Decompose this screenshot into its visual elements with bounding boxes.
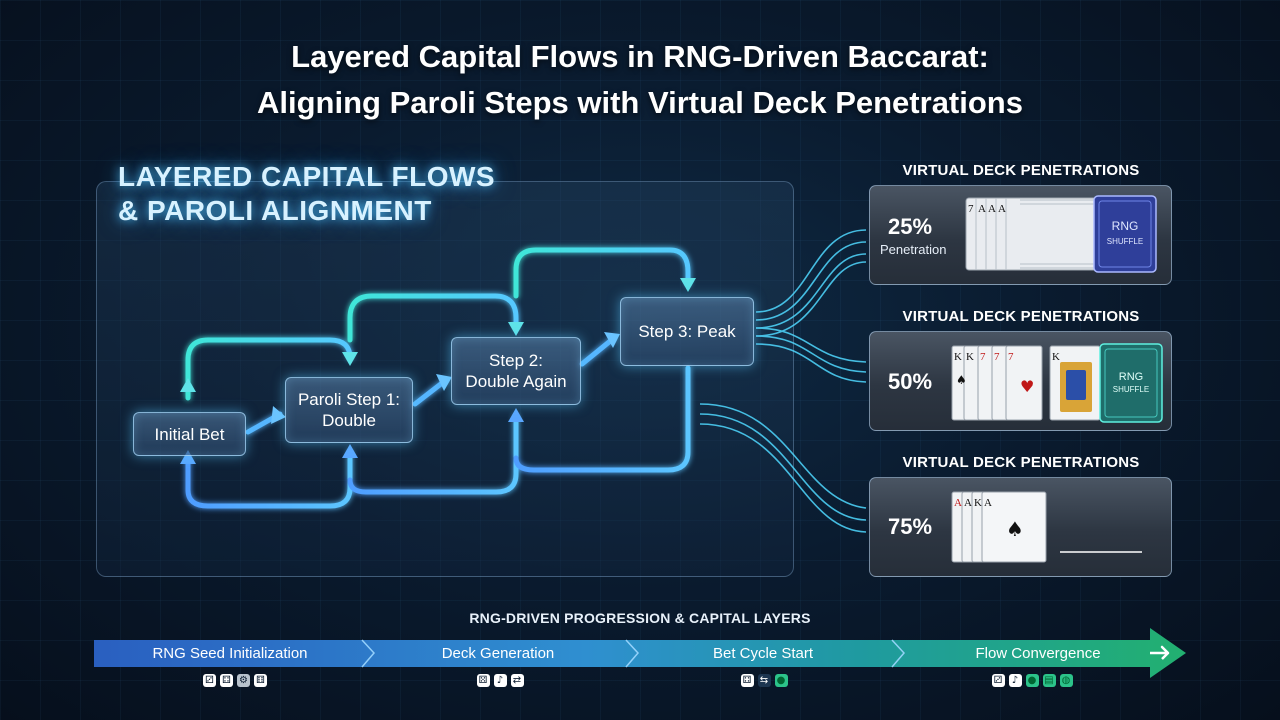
chart-icon: ▤ [1042, 673, 1056, 687]
panel-title: LAYERED CAPITAL FLOWS & PAROLI ALIGNMENT [118, 160, 495, 228]
dice-icon: ⚄ [476, 673, 490, 687]
loop-bot-1 [185, 449, 353, 509]
stage-icons-deck-generation: ⚄ ♪ ⇄ [468, 672, 532, 688]
panel-title-line-1: LAYERED CAPITAL FLOWS [118, 161, 496, 192]
svg-text:K: K [974, 497, 982, 509]
svg-text:A: A [998, 203, 1006, 215]
panel-title-line-2: & PAROLI ALIGNMENT [118, 195, 432, 226]
svg-text:K: K [1052, 351, 1060, 363]
svg-text:7: 7 [1008, 351, 1014, 363]
step-3-peak[interactable]: Step 3: Peak [620, 297, 754, 366]
dice-icon: ⚃ [740, 673, 754, 687]
globe-icon: ◍ [1059, 673, 1073, 687]
page-title: Layered Capital Flows in RNG-Driven Bacc… [0, 34, 1280, 126]
title-line-2: Aligning Paroli Steps with Virtual Deck … [257, 85, 1023, 120]
shuffle-icon: ⇄ [510, 673, 524, 687]
penetration-sub-25: Penetration [880, 242, 947, 257]
arrow-heads [180, 278, 696, 464]
svg-text:A: A [964, 497, 972, 509]
arrow-3-4 [579, 335, 617, 367]
gear-icon: ⚙ [237, 673, 250, 687]
penetration-label-75: VIRTUAL DECK PENETRATIONS [902, 454, 1140, 471]
arrow-right-icon [1150, 645, 1170, 660]
svg-text:K: K [954, 351, 962, 363]
penetration-label-50: VIRTUAL DECK PENETRATIONS [902, 308, 1140, 325]
deck-illustration-50: K K 7 7 7 K ♥ ♠ RNG SHUFFLE [951, 343, 1163, 423]
step-2-line-1: Step 2: [489, 351, 543, 370]
step-2-line-2: Double Again [465, 372, 567, 391]
stage-label-deck-generation: Deck Generation [441, 645, 555, 662]
stage-icons-bet-cycle: ⚃ ⇆ ● [732, 672, 796, 688]
remaining-cards: A A K A ♠ [951, 491, 1047, 563]
step-paroli-1-line-2: Double [322, 411, 376, 430]
stage-label-bet-cycle: Bet Cycle Start [712, 645, 814, 662]
step-2[interactable]: Step 2: Double Again [451, 337, 581, 405]
step-paroli-1[interactable]: Paroli Step 1: Double [285, 377, 413, 443]
fanned-cards: K K 7 7 7 K ♥ ♠ [951, 345, 1101, 421]
penetration-label-25: VIRTUAL DECK PENETRATIONS [902, 162, 1140, 179]
penetration-card-25[interactable]: 25% Penetration 7 A A A RNG SHUFFLE [869, 185, 1172, 285]
deck-illustration-75: A A K A ♠ [951, 491, 1142, 563]
card-icon: ♪ [493, 673, 507, 687]
arrows-icon: ⇆ [757, 673, 771, 687]
penetration-card-75[interactable]: 75% A A K A ♠ [869, 477, 1172, 577]
svg-text:K: K [966, 351, 974, 363]
deck-rng-text-50: RNG [1119, 371, 1143, 383]
step-3-peak-label: Step 3: Peak [638, 322, 736, 341]
fan-lines [699, 229, 867, 533]
svg-text:7: 7 [968, 203, 974, 215]
deck-rng-text-25: RNG [1112, 219, 1139, 233]
rng-shuffle-card: RNG SHUFFLE [1093, 195, 1157, 273]
stage-label-flow-convergence: Flow Convergence [975, 645, 1101, 662]
svg-text:A: A [978, 203, 986, 215]
chip-icon: ● [774, 673, 788, 687]
svg-text:♠: ♠ [956, 373, 967, 387]
loop-top-2 [347, 293, 519, 343]
stage-icons-flow-convergence: ⚂ ♪ ● ▤ ◍ [982, 672, 1082, 688]
step-initial-bet-label: Initial Bet [154, 424, 225, 444]
progression-title: RNG-DRIVEN PROGRESSION & CAPITAL LAYERS [469, 610, 811, 626]
rng-shuffle-card-teal: RNG SHUFFLE [1099, 343, 1163, 423]
penetration-percent-25: 25% [888, 214, 933, 239]
title-line-1: Layered Capital Flows in RNG-Driven Bacc… [291, 39, 989, 74]
loop-bot-3 [513, 365, 691, 473]
stage-dividers [361, 639, 906, 668]
loop-bot-2 [347, 413, 519, 495]
step-initial-bet[interactable]: Initial Bet [133, 412, 246, 456]
loop-top-3 [513, 247, 691, 299]
stage-icons-rng-seed: ⚂ ⚃ ⚙ ⚅ [190, 672, 280, 688]
deck-shuffle-text-25: SHUFFLE [1107, 237, 1143, 246]
penetration-card-50[interactable]: 50% K K 7 7 7 K ♥ ♠ RNG SHUFFLE [869, 331, 1172, 431]
dice-icon: ⚂ [991, 673, 1005, 687]
svg-text:A: A [954, 497, 962, 509]
dice-icon: ⚂ [203, 673, 216, 687]
card-icon: ♪ [1008, 673, 1022, 687]
penetration-percent-75: 75% [888, 514, 933, 539]
svg-text:A: A [988, 203, 996, 215]
deck-shuffle-text-50: SHUFFLE [1113, 385, 1149, 394]
stage-label-rng-seed: RNG Seed Initialization [152, 645, 308, 662]
svg-text:♠: ♠ [1006, 517, 1024, 541]
chip-icon: ● [1025, 673, 1039, 687]
svg-text:7: 7 [980, 351, 986, 363]
loop-top-1 [185, 337, 353, 401]
step-paroli-1-line-1: Paroli Step 1: [297, 390, 401, 409]
dice-icon: ⚃ [220, 673, 233, 687]
progression-band [94, 628, 1186, 678]
deck-illustration-25: 7 A A A RNG SHUFFLE [965, 195, 1157, 273]
svg-text:7: 7 [994, 351, 1000, 363]
svg-text:♥: ♥ [1020, 377, 1034, 396]
flow-panel [96, 181, 794, 577]
svg-text:A: A [984, 497, 992, 509]
penetration-percent-50: 50% [888, 369, 933, 394]
dice-icon: ⚅ [254, 673, 267, 687]
